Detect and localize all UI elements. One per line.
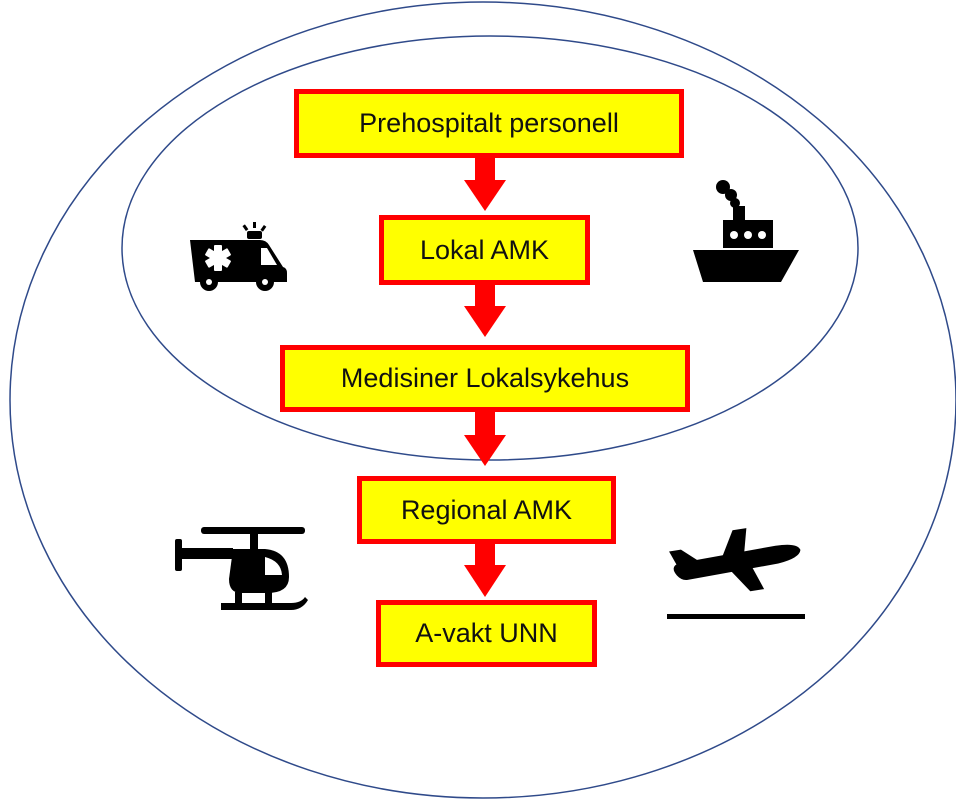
node-a-vakt-unn: A-vakt UNN — [376, 600, 597, 667]
arrow-lokal-amk-to-medisiner — [464, 285, 506, 337]
node-regional-amk: Regional AMK — [357, 476, 616, 544]
ship-icon — [693, 180, 799, 282]
airplane-takeoff-icon — [667, 528, 805, 619]
node-medisiner-lokalsykehus: Medisiner Lokalsykehus — [280, 345, 690, 412]
inner-region-ellipse — [121, 35, 859, 461]
node-prehospitalt-personell: Prehospitalt personell — [294, 89, 684, 158]
arrow-regional-amk-to-a-vakt — [464, 544, 506, 597]
arrow-medisiner-to-regional-amk — [464, 412, 506, 466]
helicopter-icon — [175, 527, 308, 610]
arrow-prehospitalt-to-lokal-amk — [464, 158, 506, 211]
ambulance-icon — [190, 222, 287, 291]
node-lokal-amk: Lokal AMK — [379, 215, 590, 285]
outer-region-ellipse — [9, 1, 956, 799]
